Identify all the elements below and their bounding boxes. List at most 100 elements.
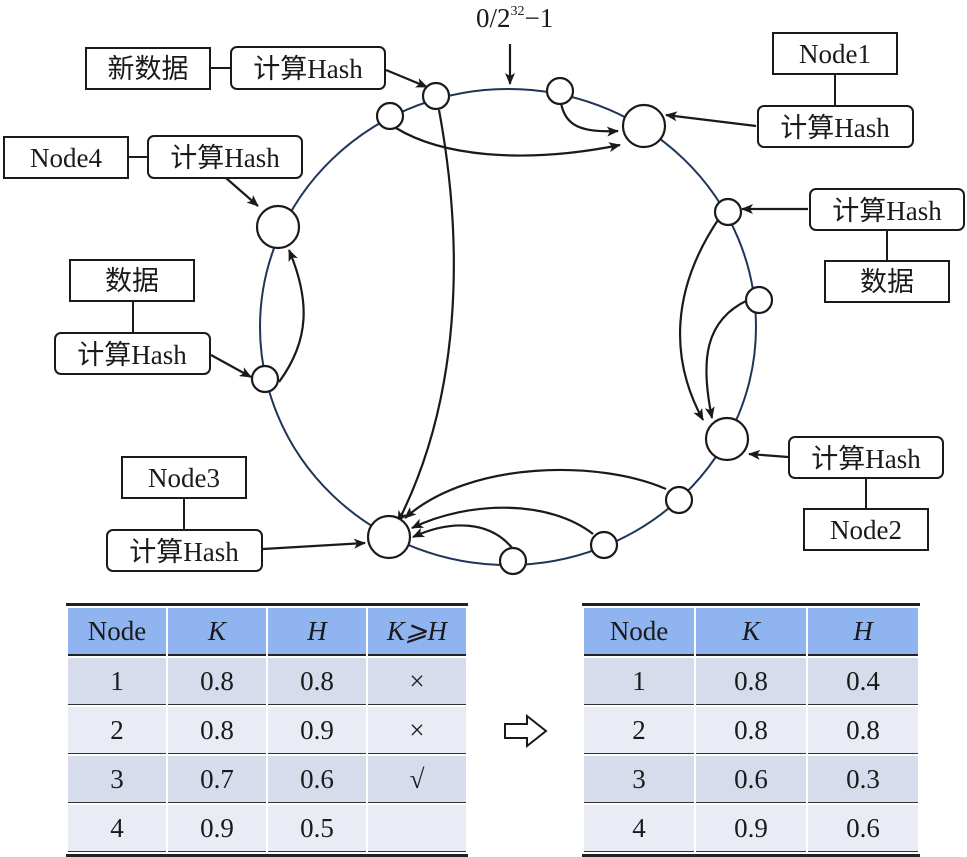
table-row: 2 0.8 0.9 ×	[68, 707, 466, 754]
new-data-box	[85, 47, 211, 90]
data-right-group: 计算Hash 数据	[809, 188, 965, 303]
data-point	[250, 364, 280, 394]
edge-data-to-node1-a	[559, 102, 619, 137]
cell-node: 2	[584, 707, 694, 754]
data-point	[589, 530, 619, 560]
hollow-right-arrow-icon	[504, 714, 548, 748]
hash-box-newdata	[230, 46, 386, 90]
header-k-ge-h: K⩾H	[368, 608, 466, 656]
edge-data-to-node2-b	[704, 299, 749, 419]
cell-node: 1	[68, 658, 166, 705]
node4-label: Node4	[30, 143, 102, 173]
cell-h: 0.6	[808, 805, 918, 852]
cell-h: 0.9	[268, 707, 366, 754]
new-data-group: 新数据 计算Hash	[85, 46, 386, 90]
cell-node: 4	[68, 805, 166, 852]
cell-h: 0.8	[268, 658, 366, 705]
hash-box-node1	[757, 105, 914, 148]
hash-label-data-left: 计算Hash	[77, 340, 187, 370]
hash-label-node3: 计算Hash	[129, 537, 239, 567]
cell-node: 3	[584, 756, 694, 803]
arrow-hash-node3	[262, 538, 366, 551]
cell-node: 3	[68, 756, 166, 803]
cell-node: 4	[584, 805, 694, 852]
table-after: Node K H 1 0.8 0.4 2 0.8 0.8 3 0.6 0.3 4…	[582, 603, 920, 857]
table-row: 2 0.8 0.8	[584, 707, 918, 754]
cell-h: 0.5	[268, 805, 366, 852]
edge-data-to-node1-b	[395, 127, 621, 157]
cell-k: 0.6	[696, 756, 806, 803]
node2-box	[803, 508, 929, 551]
cell-check: ×	[368, 658, 466, 705]
node3-label: Node3	[148, 463, 220, 493]
hash-label-node2: 计算Hash	[811, 444, 921, 474]
cell-h: 0.6	[268, 756, 366, 803]
edge-data-to-node3-b	[411, 506, 594, 535]
node2-group: 计算Hash Node2	[788, 436, 944, 551]
cell-check: ×	[368, 707, 466, 754]
arrow-hash-node2	[748, 449, 789, 460]
data-point	[744, 285, 774, 315]
hash-label-newdata: 计算Hash	[253, 54, 363, 84]
data-right-box	[824, 260, 950, 303]
header-k: K	[696, 608, 806, 656]
server-node-1	[621, 103, 667, 149]
data-point	[498, 546, 528, 576]
cell-k: 0.7	[168, 756, 266, 803]
header-node: Node	[68, 608, 166, 656]
hash-label-data-right: 计算Hash	[832, 196, 942, 226]
cell-h: 0.4	[808, 658, 918, 705]
node1-label: Node1	[799, 39, 871, 69]
edge-data-to-node3-c	[412, 524, 514, 550]
arrow-hash-data-left	[210, 354, 252, 378]
table-row: 1 0.8 0.8 ×	[68, 658, 466, 705]
data-left-group: 数据 计算Hash	[54, 259, 211, 375]
cell-k: 0.9	[168, 805, 266, 852]
cell-k: 0.8	[696, 707, 806, 754]
cell-check: √	[368, 756, 466, 803]
data-point	[713, 197, 743, 227]
edge-data-to-node3-a	[404, 468, 667, 519]
data-left-label: 数据	[105, 266, 159, 296]
new-data-label: 新数据	[108, 54, 189, 84]
node4-box	[3, 136, 129, 179]
hash-label-node4: 计算Hash	[170, 143, 280, 173]
header-h: H	[808, 608, 918, 656]
hash-box-node3	[106, 529, 263, 572]
edge-newdata-to-node3	[397, 109, 455, 523]
cell-k: 0.8	[168, 658, 266, 705]
hash-box-data-left	[54, 332, 211, 375]
header-k: K	[168, 608, 266, 656]
arrow-hash-node4	[225, 177, 259, 207]
data-point	[545, 76, 575, 106]
table-row: 3 0.7 0.6 √	[68, 756, 466, 803]
table-before-header: Node K H K⩾H	[68, 608, 466, 656]
table-before: Node K H K⩾H 1 0.8 0.8 × 2 0.8 0.9 × 3 0…	[66, 603, 468, 857]
ring-origin-label: 0/232−1	[476, 3, 553, 33]
data-point	[375, 101, 405, 131]
table-row: 4 0.9 0.6	[584, 805, 918, 852]
node2-label: Node2	[830, 515, 902, 545]
edge-data-to-node4	[278, 249, 305, 383]
hash-label-node1: 计算Hash	[780, 113, 890, 143]
data-left-box	[69, 259, 195, 302]
node3-group: Node3 计算Hash	[106, 456, 263, 572]
node1-group: Node1 计算Hash	[757, 32, 914, 148]
header-h: H	[268, 608, 366, 656]
cell-k: 0.8	[696, 658, 806, 705]
table-after-header: Node K H	[584, 608, 918, 656]
consistent-hash-ring-diagram: 0/232−1 新数据 计算Hash Node4 计算H	[3, 3, 965, 576]
table-row: 1 0.8 0.4	[584, 658, 918, 705]
cell-h: 0.8	[808, 707, 918, 754]
data-point	[421, 81, 451, 111]
server-node-3	[366, 514, 412, 560]
cell-k: 0.9	[696, 805, 806, 852]
node1-box	[772, 32, 898, 75]
hash-box-node4	[147, 135, 303, 179]
cell-check	[368, 805, 466, 852]
table-row: 4 0.9 0.5	[68, 805, 466, 852]
header-node: Node	[584, 608, 694, 656]
arrow-hash-newdata	[385, 68, 428, 89]
server-node-2	[704, 416, 750, 462]
table-row: 3 0.6 0.3	[584, 756, 918, 803]
